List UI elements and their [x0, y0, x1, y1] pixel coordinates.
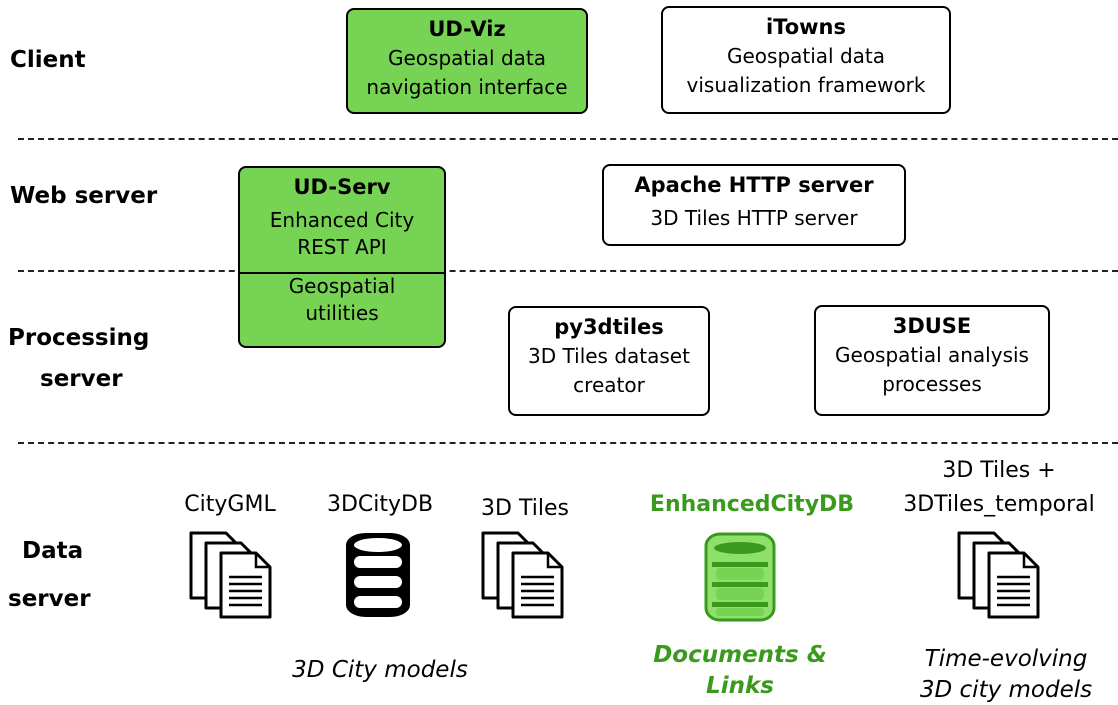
- caption-time-line2: 3D city models: [919, 677, 1093, 703]
- documents-icon: [481, 531, 564, 619]
- 3duse-box: 3DUSE Geospatial analysis processes: [814, 305, 1050, 416]
- database-icon: [346, 533, 410, 617]
- apache-box: Apache HTTP server 3D Tiles HTTP server: [602, 164, 906, 246]
- layer-label-data-server-line2: server: [8, 586, 91, 612]
- documents-icon: [189, 531, 272, 619]
- caption-city-models: 3D City models: [292, 657, 468, 683]
- ud-serv-api-line1: Enhanced City: [269, 208, 415, 233]
- py3dtiles-box: py3dtiles 3D Tiles dataset creator: [508, 306, 710, 416]
- ud-viz-title: UD-Viz: [428, 17, 506, 41]
- layer-label-data-server-line1: Data: [22, 538, 84, 564]
- ud-viz-desc-line1: Geospatial data: [387, 46, 547, 71]
- ud-viz-box: UD-Viz Geospatial data navigation interf…: [346, 8, 588, 114]
- enhancedcitydb-label: EnhancedCityDB: [649, 492, 855, 517]
- layer-separator: [18, 270, 1118, 272]
- itowns-box: iTowns Geospatial data visualization fra…: [661, 6, 951, 114]
- 3duse-desc-line2: processes: [882, 372, 982, 397]
- py3dtiles-desc-line1: 3D Tiles dataset: [528, 344, 690, 369]
- apache-desc: 3D Tiles HTTP server: [650, 206, 858, 231]
- itowns-desc-line1: Geospatial data: [726, 44, 886, 69]
- ud-serv-utilities-line2: utilities: [305, 301, 379, 326]
- ud-serv-divider: [240, 272, 444, 274]
- temporal-label-line2: 3DTiles_temporal: [903, 492, 1095, 517]
- 3dtiles-label: 3D Tiles: [481, 496, 569, 521]
- ud-serv-box: UD-Serv Enhanced City REST API Geospatia…: [238, 166, 446, 348]
- py3dtiles-title: py3dtiles: [554, 315, 664, 339]
- caption-documents-line1: Documents &: [653, 642, 827, 668]
- itowns-title: iTowns: [765, 15, 846, 39]
- documents-icon: [957, 531, 1040, 619]
- citygml-label: CityGML: [184, 492, 276, 517]
- layer-label-processing-server-line1: Processing: [8, 325, 150, 351]
- caption-time-line1: Time-evolving: [924, 646, 1088, 672]
- 3duse-title: 3DUSE: [892, 314, 972, 338]
- 3duse-desc-line1: Geospatial analysis: [835, 343, 1029, 368]
- apache-title: Apache HTTP server: [634, 173, 874, 197]
- caption-documents-line2: Links: [706, 673, 774, 699]
- ud-viz-desc-line2: navigation interface: [366, 75, 568, 100]
- layer-separator: [18, 138, 1118, 140]
- layer-separator: [18, 442, 1118, 444]
- 3dcitydb-label: 3DCityDB: [326, 492, 434, 517]
- py3dtiles-desc-line2: creator: [573, 373, 645, 398]
- layer-label-web-server: Web server: [10, 183, 158, 209]
- temporal-label-line1: 3D Tiles +: [942, 458, 1056, 483]
- layer-label-client: Client: [10, 47, 86, 73]
- itowns-desc-line2: visualization framework: [686, 73, 926, 98]
- ud-serv-api-line2: REST API: [297, 235, 387, 260]
- layer-label-processing-server-line2: server: [40, 366, 123, 392]
- ud-serv-title: UD-Serv: [293, 175, 391, 199]
- database-icon: [704, 532, 776, 622]
- ud-serv-utilities-line1: Geospatial: [288, 274, 396, 299]
